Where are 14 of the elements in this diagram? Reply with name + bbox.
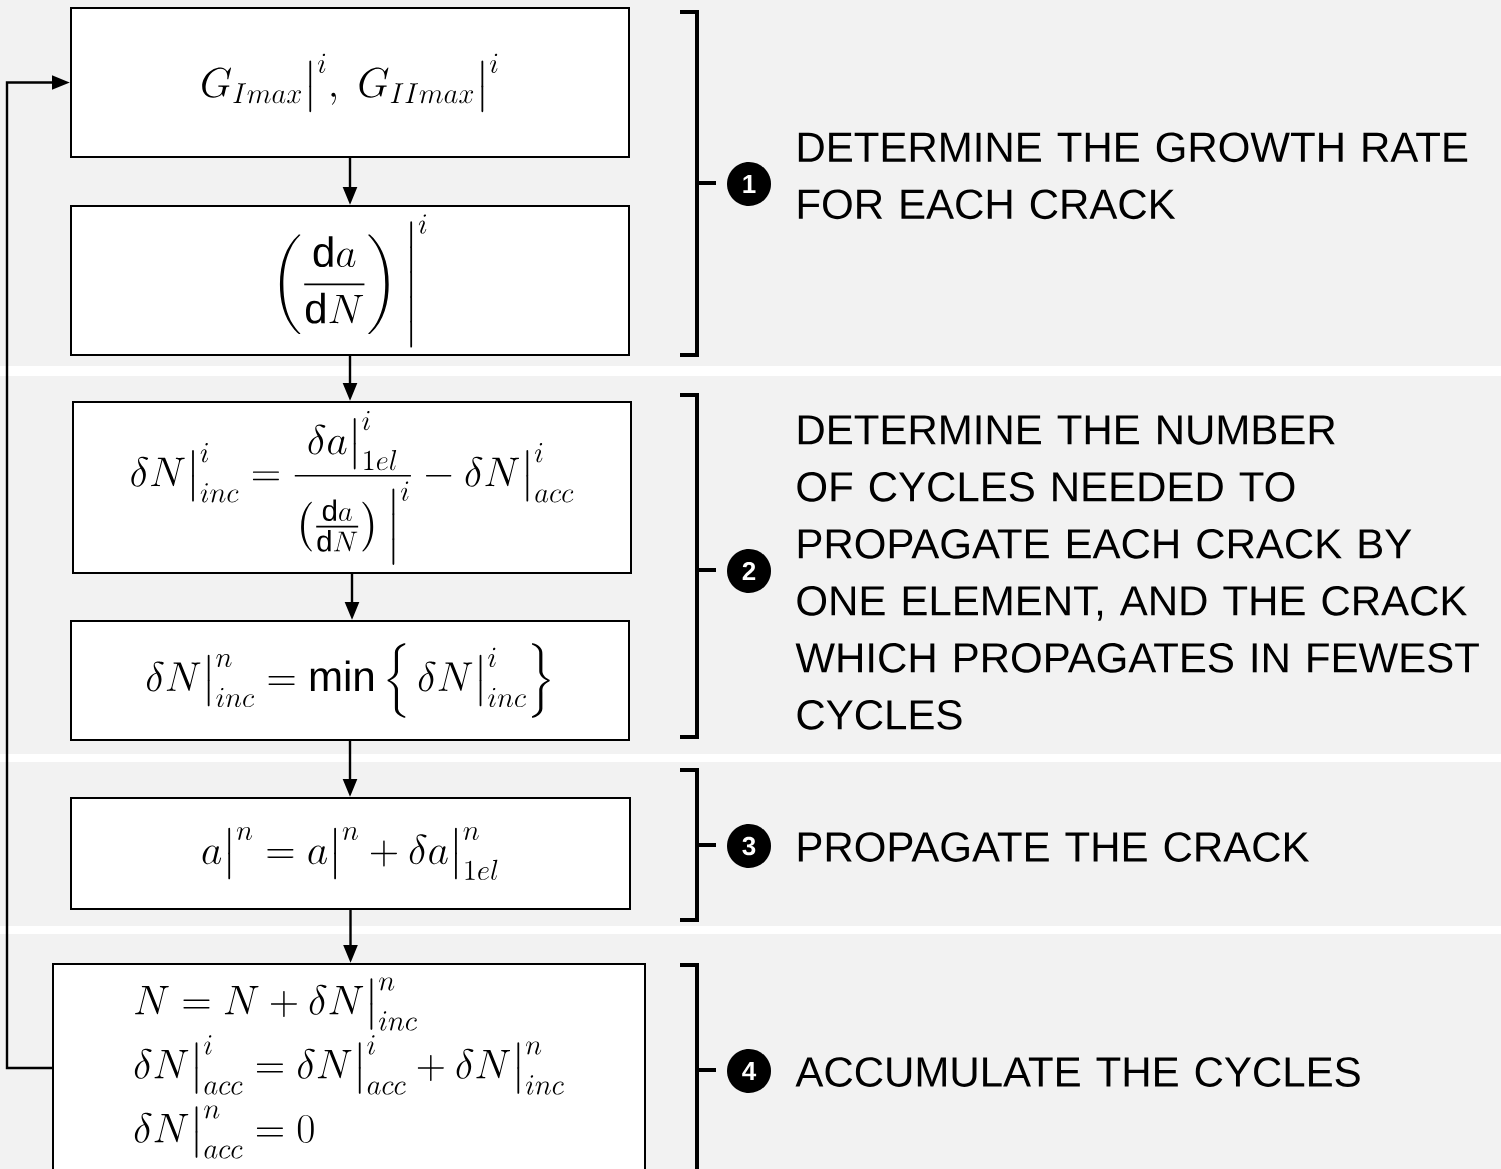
step-description: ACCUMULATE THE CYCLES bbox=[795, 1057, 1360, 1087]
formula-box: $\left(\frac{\mathrm{d}a}{\mathrm{d}N}\right)\Bigg|^{i}$ bbox=[70, 205, 630, 356]
step-description: DETERMINE THE GROWTH RATE FOR EACH CRACK bbox=[798, 132, 1468, 220]
step-description: PROPAGATE THE CRACK bbox=[798, 832, 1310, 862]
formula-box: $a\big|^{n} = a\big|^{n} + \delta a\big|^{n}_{1el}$ bbox=[70, 797, 631, 910]
formula-box: $\delta N\big|^{i}_{inc} = \frac{\delta a\big|^{i}_{1el}}{\left(\frac{\mathrm{d}a}{\mathrm{d}N}\right)\Big|^{i}} - \delta N\big|^{i}_{acc}$ bbox=[72, 401, 632, 574]
step-number: 4 bbox=[727, 1049, 771, 1093]
step-description: DETERMINE THE NUMBER OF CYCLES NEEDED TO PROPAGATE EACH CRACK BY ONE ELEMENT, AND THE CRACK WHICH PROPAGATES IN FEWEST CYCLES bbox=[795, 415, 1479, 730]
step-number: 3 bbox=[727, 824, 771, 868]
step-number: 1 bbox=[727, 162, 771, 206]
formula-box: $\delta N\big|^{n}_{inc} = \min\left\{\,\delta N\big|^{i}_{inc}\right\}$ bbox=[70, 620, 630, 741]
formula-box: $G_{Imax}\big|^{i},\; G_{IImax}\big|^{i}$ bbox=[70, 7, 630, 158]
step-number: 2 bbox=[727, 549, 771, 593]
formula-box: $N = N + \delta N\big|^{n}_{inc}$ $\delta N\big|^{i}_{acc} = \delta N\big|^{i}_{acc} + \delta N\big|^{n}_{inc}$ $\delta N\big|^{n}_{acc} = 0$ bbox=[52, 963, 646, 1169]
